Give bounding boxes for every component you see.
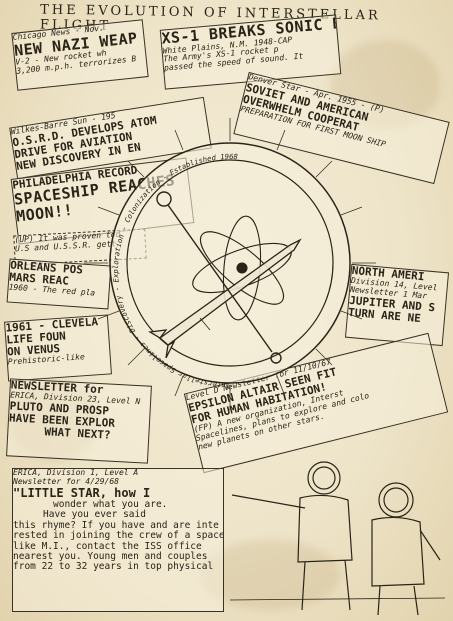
- clipping-line: nearest you. Young men and couples: [13, 550, 208, 562]
- clipping-line: Newsletter for 4/29/68: [13, 476, 119, 486]
- ground-lines: [229, 597, 446, 601]
- seal-rays: [84, 118, 376, 410]
- clipping-line: rested in joining the crew of a spaceshi…: [13, 530, 224, 542]
- seal-inner-ring: [126, 159, 334, 367]
- astronaut-figures: [231, 461, 441, 616]
- clipping-line: from 22 to 32 years in top physical: [13, 561, 214, 573]
- clipping-little-star: ERICA, Division 1, Level A Newsletter fo…: [12, 468, 224, 612]
- clipping-line: wonder what you are.: [53, 498, 168, 510]
- clipping-line: like M.I., contact the ISS office: [13, 540, 202, 552]
- wrench-icon: [156, 191, 282, 364]
- clipping-line: ERICA, Division 1, Level A: [13, 468, 139, 477]
- clipping-line: this rhyme? If you have and are inte: [13, 519, 219, 531]
- clipping-headline: "LITTLE STAR, how I: [13, 485, 151, 500]
- clipping-line: Have you ever said: [43, 509, 146, 521]
